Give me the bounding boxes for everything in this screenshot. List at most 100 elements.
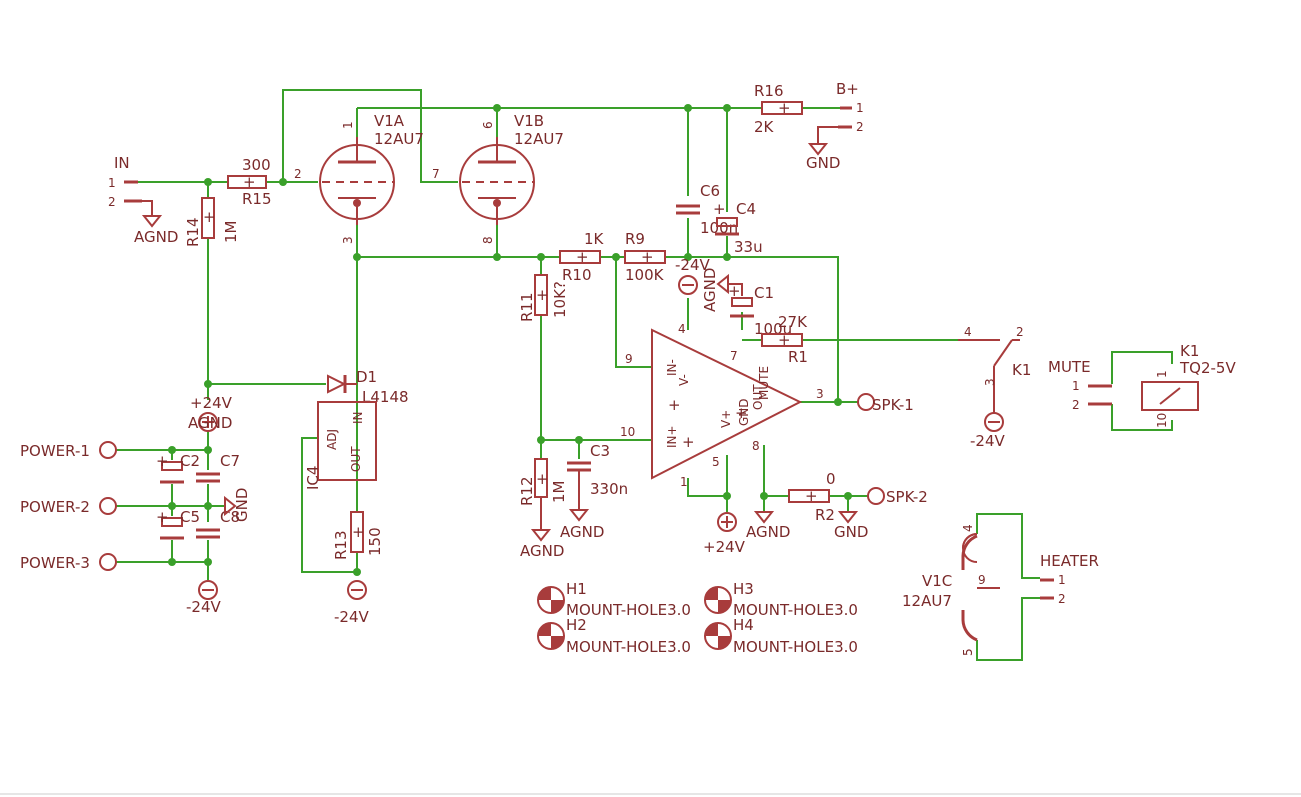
c4-value: 33u (734, 238, 763, 256)
c7-name: C7 (220, 452, 240, 470)
r12-name: R12 (518, 476, 536, 506)
in-connector: IN 1 2 AGND (108, 154, 178, 246)
resistor-r15: + 300 R15 (227, 156, 272, 208)
svg-text:5: 5 (961, 648, 975, 656)
minus24-opamp: -24V (675, 256, 710, 295)
svg-text:5: 5 (712, 455, 720, 469)
mount-hole-h2: H2 MOUNT-HOLE3.0 (537, 616, 691, 656)
c3-value: 330n (590, 480, 628, 498)
svg-text:9: 9 (978, 573, 986, 587)
r13-name: R13 (332, 530, 350, 560)
svg-text:MOUNT-HOLE3.0: MOUNT-HOLE3.0 (566, 638, 691, 656)
svg-text:2: 2 (1016, 325, 1024, 339)
heater-label: HEATER (1040, 552, 1099, 570)
svg-text:9: 9 (625, 352, 633, 366)
gnd-power-label: GND (233, 488, 251, 522)
svg-text:IN+: IN+ (665, 425, 679, 448)
tube-v1c-heater: 4 9 5 V1C 12AU7 (902, 524, 1000, 656)
gnd-r2: GND (834, 511, 868, 541)
capacitor-c6: C6 100n (676, 182, 738, 237)
resistor-r13: + R13 150 (332, 511, 384, 560)
svg-text:+: + (713, 200, 726, 218)
svg-text:4: 4 (961, 524, 975, 532)
r15-name: R15 (242, 190, 272, 208)
svg-text:1: 1 (680, 475, 688, 489)
svg-text:MOUNT-HOLE3.0: MOUNT-HOLE3.0 (733, 601, 858, 619)
relay-contact-k1: 4 2 3 K1 -24V (958, 325, 1031, 450)
r14-value: 1M (222, 221, 240, 244)
capacitor-c4: + C4 33u (713, 200, 763, 256)
svg-text:GND: GND (737, 398, 751, 426)
svg-text:1: 1 (1072, 379, 1080, 393)
mute-label: MUTE (1048, 358, 1091, 376)
agnd-opamp-label: AGND (746, 523, 790, 541)
power1-label: POWER-1 (20, 442, 90, 460)
svg-text:+: + (352, 523, 365, 541)
resistor-r9: + R9 100K (624, 230, 666, 284)
agnd-opamp: AGND (746, 511, 790, 541)
v1c-name: V1C (922, 572, 952, 590)
agnd-c3-label: AGND (560, 523, 604, 541)
svg-text:V-: V- (677, 374, 691, 386)
svg-text:H1: H1 (566, 580, 587, 598)
c5-name: C5 (180, 508, 200, 526)
spk1-label: SPK-1 (872, 396, 914, 414)
minus24-relay-label: -24V (970, 432, 1005, 450)
v1c-value: 12AU7 (902, 592, 952, 610)
resistor-r14: + R14 1M (184, 197, 240, 247)
agnd-power-label: AGND (188, 414, 232, 432)
svg-text:H4: H4 (733, 616, 754, 634)
resistor-r11: + R11 10K? (518, 274, 569, 322)
v1b-value: 12AU7 (514, 130, 564, 148)
agnd-c1-label: AGND (701, 268, 719, 312)
c6-name: C6 (700, 182, 720, 200)
r2-value: 0 (826, 470, 836, 488)
v1a-name: V1A (374, 112, 405, 130)
svg-text:7: 7 (432, 167, 440, 181)
svg-text:OUT: OUT (349, 446, 363, 472)
c2-name: C2 (180, 452, 200, 470)
svg-text:+: + (156, 452, 169, 470)
r1-value: 27K (778, 313, 808, 331)
heater-connector: HEATER 1 2 (1040, 552, 1099, 606)
svg-text:V+: V+ (719, 410, 733, 428)
svg-text:MUTE: MUTE (757, 366, 771, 400)
svg-text:+: + (243, 173, 256, 191)
svg-text:+: + (805, 487, 818, 505)
plus24-opamp-label: +24V (703, 538, 746, 556)
c3-name: C3 (590, 442, 610, 460)
svg-text:OUT: OUT (751, 384, 765, 410)
bplus-label: B+ (836, 80, 859, 98)
plus24-power-label: +24V (190, 394, 233, 412)
svg-text:2: 2 (1072, 398, 1080, 412)
svg-text:2: 2 (108, 195, 116, 209)
mute-connector: MUTE 1 2 (1048, 358, 1112, 412)
r13-value: 150 (366, 527, 384, 556)
r9-name: R9 (625, 230, 645, 248)
diode-d1: D1 L4148 (327, 368, 409, 406)
spk2-label: SPK-2 (886, 488, 928, 506)
svg-text:+: + (536, 470, 549, 488)
svg-text:MOUNT-HOLE3.0: MOUNT-HOLE3.0 (566, 601, 691, 619)
svg-text:+: + (778, 331, 791, 349)
k1-coil-name: K1 (1180, 342, 1199, 360)
svg-text:4: 4 (678, 322, 686, 336)
svg-text:IN-: IN- (665, 359, 679, 376)
svg-text:+: + (536, 286, 549, 304)
svg-text:1: 1 (108, 176, 116, 190)
minus24-power-label: -24V (186, 598, 221, 616)
svg-text:+: + (778, 99, 791, 117)
r10-value: 1K (584, 230, 605, 248)
svg-text:3: 3 (983, 378, 997, 386)
r2-name: R2 (815, 506, 835, 524)
svg-text:1: 1 (1058, 573, 1066, 587)
mount-hole-h3: H3 MOUNT-HOLE3.0 (704, 580, 858, 619)
mount-hole-h1: H1 MOUNT-HOLE3.0 (537, 580, 691, 619)
svg-text:2: 2 (856, 120, 864, 134)
r12-value: 1M (550, 481, 568, 504)
junctions (168, 104, 852, 576)
r10-name: R10 (562, 266, 592, 284)
k1-coil-value: TQ2-5V (1179, 359, 1236, 377)
r15-value: 300 (242, 156, 271, 174)
